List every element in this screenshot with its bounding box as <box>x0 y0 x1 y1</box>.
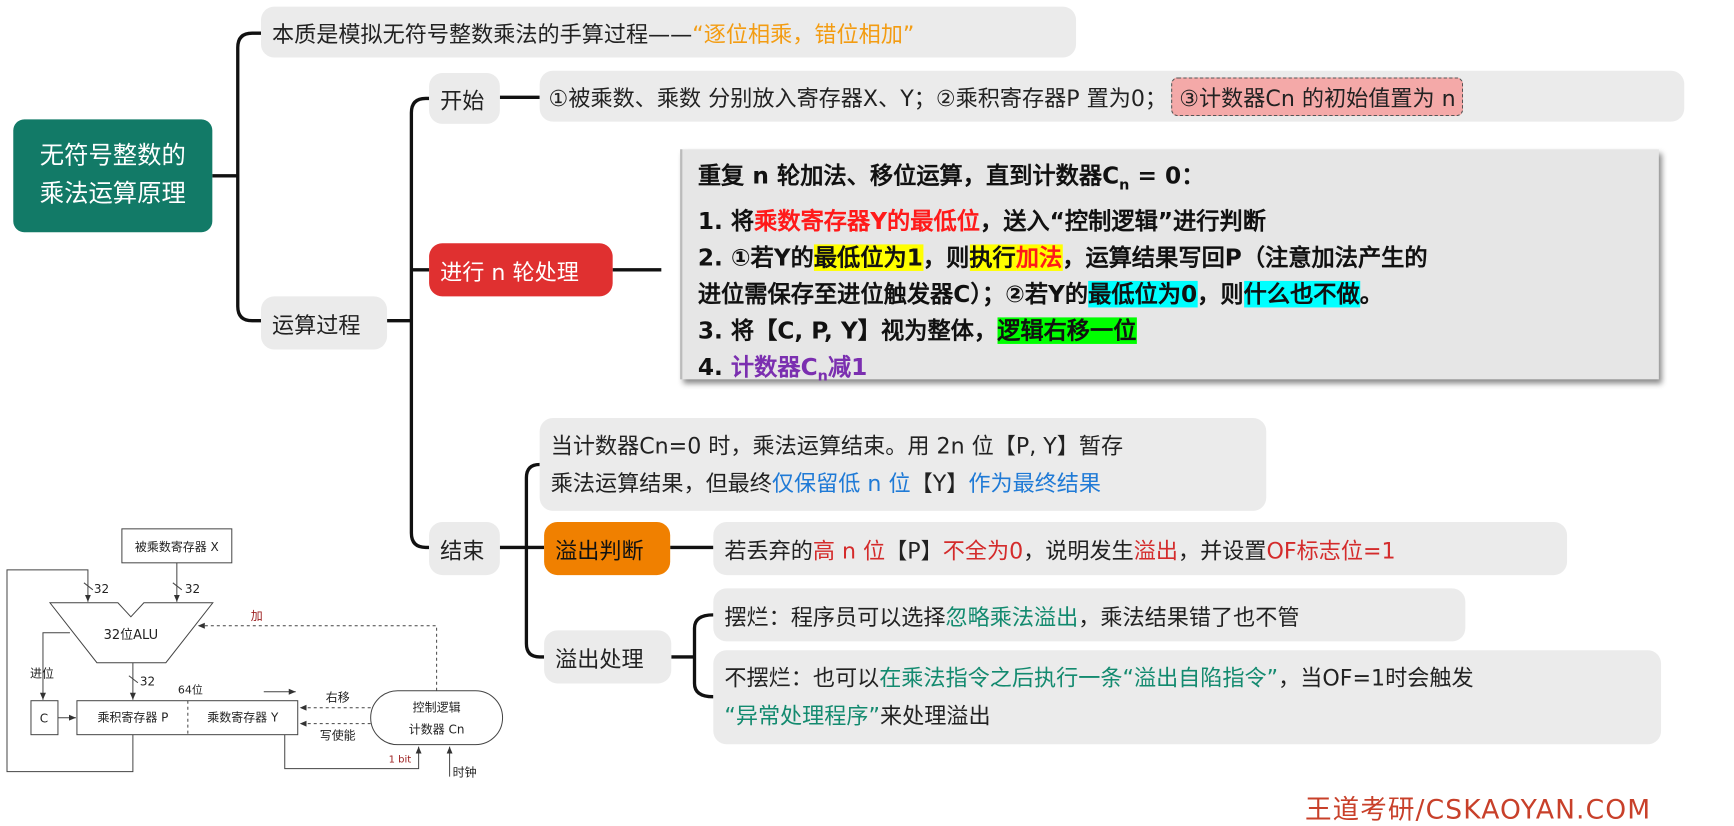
rounds-step-1: 1. 将乘数寄存器Y的最低位，送入“控制逻辑”进行判断 <box>697 208 1266 235</box>
overflow-judge-label: 溢出判断 <box>555 536 644 564</box>
root-node[interactable]: 无符号整数的乘法运算原理 <box>13 119 213 233</box>
end-desc-line-2: 乘法运算结果，但最终仅保留低 n 位【Y】作为最终结果 <box>550 470 1102 497</box>
overflow-handle-node[interactable]: 溢出处理 <box>544 630 672 684</box>
end-desc-line-1: 当计数器Cn=0 时，乘法运算结束。用 2n 位【P, Y】暂存 <box>550 432 1124 459</box>
x-register-label: 被乘数寄存器 X <box>135 539 219 554</box>
start-label: 开始 <box>440 86 485 114</box>
start-text: ①被乘数、乘数 分别放入寄存器X、Y；②乘积寄存器P 置为0； <box>548 84 1168 112</box>
overflow-option-ignore[interactable]: 摆烂：程序员可以选择忽略乘法溢出，乘法结果错了也不管 <box>713 588 1466 642</box>
rounds-node[interactable]: 进行 n 轮处理 <box>429 243 613 297</box>
shift-label: 右移 <box>326 690 350 705</box>
essence-text: 本质是模拟无符号整数乘法的手算过程—— <box>272 20 693 48</box>
y-register-label: 乘数寄存器 Y <box>207 710 279 725</box>
carry-label: 进位 <box>30 666 54 681</box>
rounds-step-2-cont: 进位需保存至进位触发器C）；②若Y的最低位为0，则什么也不做。 <box>697 281 1383 308</box>
overflow-judge-node[interactable]: 溢出判断 <box>544 521 671 576</box>
start-node[interactable]: 开始 <box>429 72 500 124</box>
bit-label: 1 bit <box>389 755 412 766</box>
rounds-step-2: 2. ①若Y的最低位为1，则执行加法，运算结果写回P（注意加法产生的 <box>697 244 1428 272</box>
width-label: 32 <box>185 582 200 596</box>
watermark: 王道考研/CSKAOYAN.COM <box>1304 794 1652 826</box>
p-register-label: 乘积寄存器 P <box>97 710 168 725</box>
start-detail-node[interactable]: ①被乘数、乘数 分别放入寄存器X、Y；②乘积寄存器P 置为0；③计数器Cn 的初… <box>539 70 1685 122</box>
end-node[interactable]: 结束 <box>429 521 500 576</box>
start-highlight: ③计数器Cn 的初始值置为 n <box>1171 76 1464 116</box>
alu-label: 32位ALU <box>104 628 158 643</box>
c-register-label: C <box>40 712 48 726</box>
overflow-handle-label: 溢出处理 <box>555 645 644 672</box>
rounds-detail-box: 重复 n 轮加法、移位运算，直到计数器Cn = 0： 1. 将乘数寄存器Y的最低… <box>680 149 1659 385</box>
control-logic-label: 控制逻辑 <box>413 701 461 715</box>
width-64-label: 64位 <box>178 683 203 697</box>
root-line-2: 乘法运算原理 <box>39 180 186 208</box>
process-label: 运算过程 <box>272 311 361 338</box>
rounds-step-4: 4. 计数器Cn减1 <box>697 354 868 386</box>
essence-node[interactable]: 本质是模拟无符号整数乘法的手算过程——“逐位相乘，错位相加” <box>260 6 1077 58</box>
multiplier-circuit-diagram: 被乘数寄存器 X 32 32 32位ALU 进位 32 C 64位 乘积寄存器 … <box>6 528 504 780</box>
add-label: 加 <box>251 609 263 623</box>
clock-label: 时钟 <box>453 765 477 780</box>
width-label: 32 <box>94 582 109 596</box>
write-enable-label: 写使能 <box>320 728 356 743</box>
rounds-step-3: 3. 将【C, P, Y】视为整体，逻辑右移一位 <box>697 317 1137 345</box>
process-node[interactable]: 运算过程 <box>260 296 388 350</box>
end-detail-node[interactable]: 当计数器Cn=0 时，乘法运算结束。用 2n 位【P, Y】暂存 乘法运算结果，… <box>539 418 1267 511</box>
rounds-title: 重复 n 轮加法、移位运算，直到计数器Cn = 0： <box>697 162 1205 194</box>
end-label: 结束 <box>440 536 485 564</box>
c-register-box <box>30 700 59 736</box>
rounds-label: 进行 n 轮处理 <box>440 258 579 285</box>
width-label: 32 <box>140 675 155 689</box>
overflow-option-trap[interactable]: 不摆烂：也可以在乘法指令之后执行一条“溢出自陷指令”，当OF=1时会触发 “异常… <box>713 650 1662 745</box>
counter-label: 计数器 Cn <box>409 722 465 737</box>
root-line-1: 无符号整数的 <box>39 142 186 171</box>
alu-shape <box>48 602 214 664</box>
essence-highlight: “逐位相乘，错位相加” <box>692 20 915 48</box>
